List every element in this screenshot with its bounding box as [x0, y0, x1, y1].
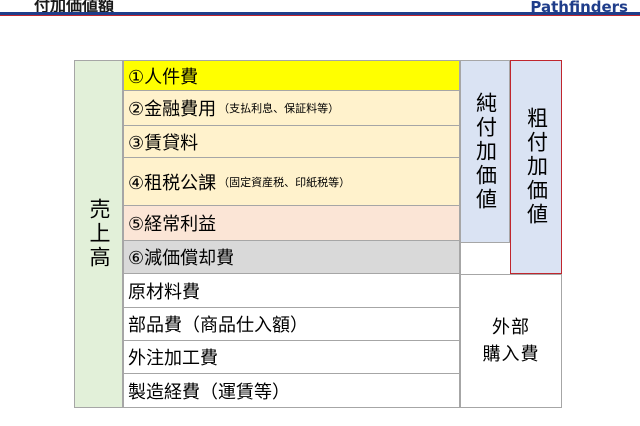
sales-column: 売上高	[74, 60, 123, 408]
header-divider	[0, 12, 640, 15]
breakdown-row: 原材料費	[123, 274, 460, 308]
breakdown-row: ⑥減価償却費	[123, 241, 460, 274]
gross-value-added-label: 粗付加価値	[524, 107, 549, 227]
breakdown-row-label: 外注加工費	[128, 348, 218, 369]
breakdown-row: 製造経費（運賃等）	[123, 374, 460, 408]
header-divider-accent	[0, 15, 640, 16]
breakdown-row-label: ④租税公課	[128, 172, 217, 194]
breakdown-row: ⑤経常利益	[123, 206, 460, 241]
external-purchase-label-line1: 外部	[492, 317, 530, 338]
breakdown-row-label: ⑤経常利益	[128, 214, 217, 235]
breakdown-row: 部品費（商品仕入額）	[123, 308, 460, 341]
gross-value-added-column: 粗付加価値	[510, 60, 562, 274]
external-purchase-cell: 外部 購入費	[460, 274, 562, 408]
breakdown-row-label: ①人件費	[128, 66, 199, 88]
net-column-gap	[460, 243, 510, 274]
breakdown-row: ②金融費用（支払利息、保証料等）	[123, 91, 460, 126]
header-title: 付加価値額	[34, 0, 115, 15]
breakdown-row-label: 部品費（商品仕入額）	[128, 315, 308, 336]
breakdown-row-label: 原材料費	[128, 281, 200, 303]
breakdown-row: 外注加工費	[123, 341, 460, 374]
external-purchase-label-line2: 購入費	[482, 344, 540, 365]
breakdown-row-label: ③賃貸料	[128, 132, 199, 154]
breakdown-row-label: ⑥減価償却費	[128, 248, 235, 269]
breakdown-row: ④租税公課（固定資産税、印紙税等）	[123, 158, 460, 206]
net-value-added-label: 純付加価値	[473, 91, 498, 212]
breakdown-row-note: （支払利息、保証料等）	[218, 102, 340, 115]
breakdown-row-label: ②金融費用	[128, 99, 217, 120]
breakdown-row: ③賃貸料	[123, 126, 460, 158]
breakdown-row-label: 製造経費（運賃等）	[128, 381, 290, 403]
breakdown-row: ①人件費	[123, 60, 460, 91]
breakdown-row-note: （固定資産税、印紙税等）	[218, 175, 351, 189]
sales-label: 売上高	[87, 198, 111, 270]
net-value-added-column: 純付加価値	[460, 60, 510, 243]
